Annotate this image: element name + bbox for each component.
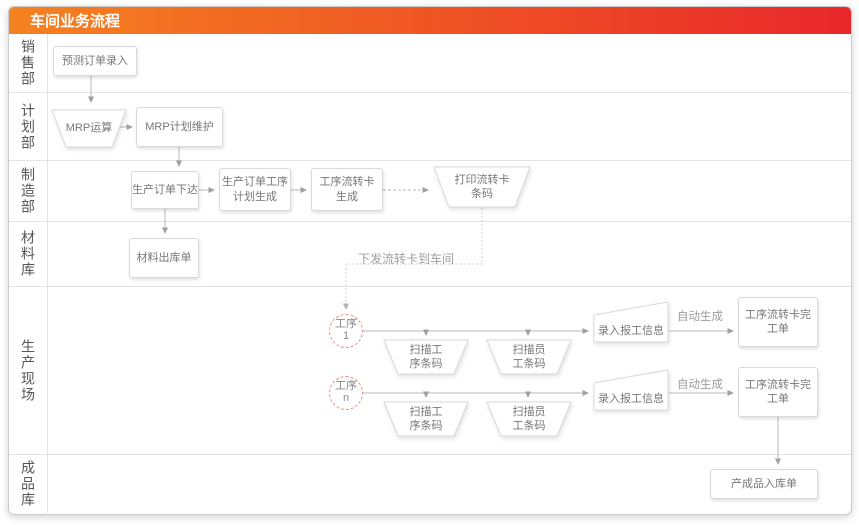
lane-label-material-warehouse: 材料库 — [9, 222, 48, 286]
node-report-entry-1-label: 录入报工信息 — [598, 324, 664, 337]
workshop-flowchart: 车间业务流程 销售部 计划部 制造部 材料库 生产现场 成品库 — [8, 6, 852, 515]
node-scan-process-barcode-2-label: 扫描工 序条码 — [409, 405, 443, 432]
node-print-card-barcode-label: 打印流转卡 条码 — [454, 173, 510, 200]
node-forecast-order-entry: 预测订单录入 — [53, 46, 137, 76]
lane-label-production-site: 生产现场 — [9, 287, 48, 454]
node-process-card-complete-2: 工序流转卡完 工单 — [738, 367, 818, 417]
node-scan-process-barcode-1-label: 扫描工 序条码 — [409, 343, 443, 370]
connector-layer — [88, 76, 781, 465]
flowchart-header: 车间业务流程 — [9, 7, 851, 34]
node-production-order-process-plan: 生产订单工序 计划生成 — [219, 168, 291, 211]
lane-manufacturing: 制造部 — [9, 160, 851, 221]
node-scan-employee-barcode-2: 扫描员 工条码 — [486, 401, 572, 437]
lane-planning: 计划部 — [9, 92, 851, 160]
lane-label-manufacturing: 制造部 — [9, 161, 48, 221]
lane-label-sales: 销售部 — [9, 34, 48, 92]
node-mrp-run-label: MRP运算 — [65, 122, 113, 135]
node-print-card-barcode: 打印流转卡 条码 — [433, 166, 531, 208]
node-report-entry-2: 录入报工信息 — [593, 369, 669, 411]
edge-label-auto-generate-2: 自动生成 — [677, 379, 723, 391]
node-scan-employee-barcode-1: 扫描员 工条码 — [486, 339, 572, 375]
node-scan-employee-barcode-1-label: 扫描员 工条码 — [512, 343, 546, 370]
node-scan-process-barcode-1: 扫描工 序条码 — [383, 339, 469, 375]
node-material-outbound: 材料出库单 — [129, 238, 199, 278]
node-production-order-release: 生产订单下达 — [131, 171, 199, 209]
node-mrp-plan-maintain: MRP计划维护 — [136, 107, 223, 147]
node-report-entry-2-label: 录入报工信息 — [598, 392, 664, 405]
node-process-1: 工序 1 — [329, 314, 363, 348]
edge-label-send-card-to-workshop: 下发流转卡到车间 — [358, 252, 455, 266]
node-scan-process-barcode-2: 扫描工 序条码 — [383, 401, 469, 437]
flowchart-title: 车间业务流程 — [30, 13, 121, 30]
lane-material-warehouse: 材料库 — [9, 221, 851, 286]
edge-label-auto-generate-1: 自动生成 — [677, 311, 723, 323]
node-finished-goods-inbound: 产成品入库单 — [710, 469, 818, 499]
node-scan-employee-barcode-2-label: 扫描员 工条码 — [512, 405, 546, 432]
node-process-card-complete-1: 工序流转卡完 工单 — [738, 297, 818, 347]
edge-print-to-process1-dotted — [343, 208, 483, 310]
node-mrp-run: MRP运算 — [51, 109, 127, 148]
lane-label-finished-goods: 成品库 — [9, 455, 48, 513]
lane-finished-goods: 成品库 — [9, 454, 851, 513]
node-report-entry-1: 录入报工信息 — [593, 301, 669, 343]
node-process-n: 工序 n — [329, 376, 363, 410]
node-process-card-generate: 工序流转卡 生成 — [311, 168, 383, 211]
lane-sales: 销售部 — [9, 34, 851, 92]
lane-production-site: 生产现场 — [9, 286, 851, 454]
lane-label-planning: 计划部 — [9, 93, 48, 160]
